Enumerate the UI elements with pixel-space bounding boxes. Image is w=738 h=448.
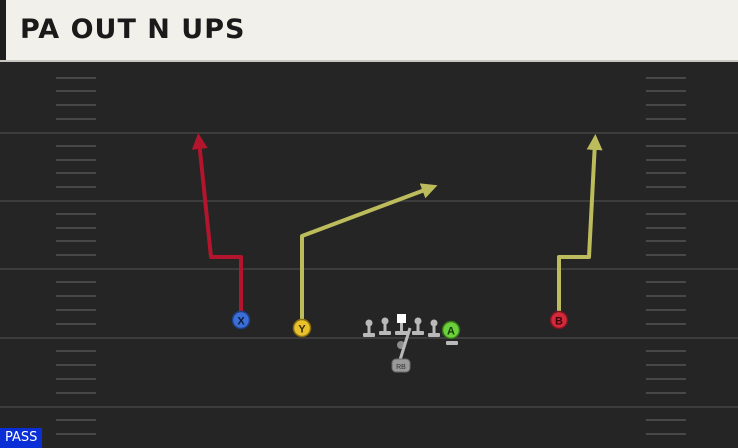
play-type-badge: PASS: [0, 428, 43, 448]
title-bar: PA OUT N UPS: [0, 0, 738, 62]
player-label-rb: RB: [396, 364, 406, 371]
player-b-marker: [549, 310, 569, 330]
hash-marks-right: [646, 77, 686, 435]
player-label-x: X: [237, 316, 245, 328]
lineman-icon: [379, 317, 391, 335]
hash-marks-left: [56, 77, 96, 435]
route-x: [191, 133, 243, 312]
center-icon: [395, 314, 408, 335]
rb-path: [398, 327, 412, 361]
player-a-marker: [441, 320, 461, 340]
running-back-icon: [391, 358, 411, 373]
title-accent: [0, 0, 6, 60]
player-x-marker: [231, 310, 251, 330]
player-label-a: A: [447, 326, 455, 338]
lineman-icon: [428, 319, 440, 337]
player-y-marker: [292, 318, 312, 338]
route-y: [300, 183, 438, 320]
play-title: PA OUT N UPS: [20, 14, 246, 45]
yard-lines: [0, 132, 738, 408]
lineman-icon: [363, 319, 375, 337]
lineman-icon: [412, 317, 424, 335]
offensive-line: [363, 314, 458, 345]
player-label-y: Y: [298, 324, 306, 336]
play-field: RB X Y A B: [0, 77, 738, 435]
lineman-icon: [446, 341, 458, 345]
player-label-b: B: [555, 316, 563, 328]
route-b: [557, 134, 603, 312]
